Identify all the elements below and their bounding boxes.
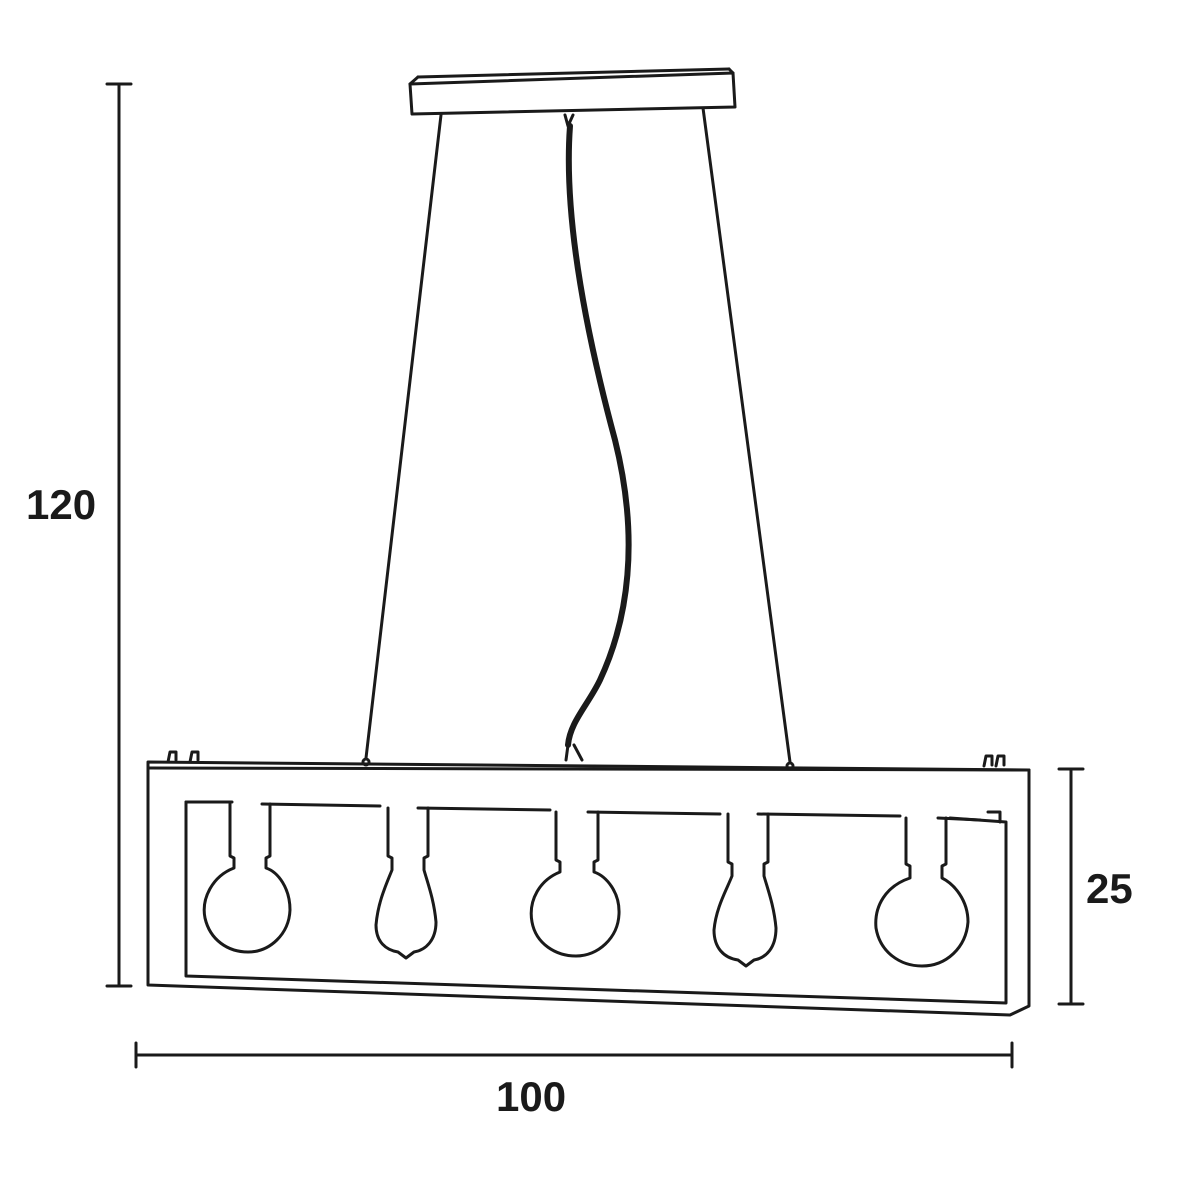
suspension-cables bbox=[364, 106, 792, 764]
bulb-teardrop-2 bbox=[374, 806, 552, 960]
lamp-frame bbox=[146, 750, 1031, 1017]
bulb-teardrop-4 bbox=[712, 812, 902, 968]
height-label: 120 bbox=[26, 481, 97, 528]
bulb-globe-1 bbox=[202, 802, 382, 954]
width-dimension-line bbox=[134, 1041, 1014, 1069]
height-dimension-line bbox=[105, 82, 133, 988]
frame-height-dimension-line bbox=[1057, 767, 1085, 1006]
power-cord bbox=[563, 113, 632, 762]
width-label: 100 bbox=[496, 1073, 567, 1120]
frame-height-label: 25 bbox=[1086, 865, 1133, 912]
bulb-globe-3 bbox=[529, 810, 722, 958]
ceiling-canopy bbox=[408, 67, 737, 116]
bulb-globe-5 bbox=[874, 816, 982, 968]
